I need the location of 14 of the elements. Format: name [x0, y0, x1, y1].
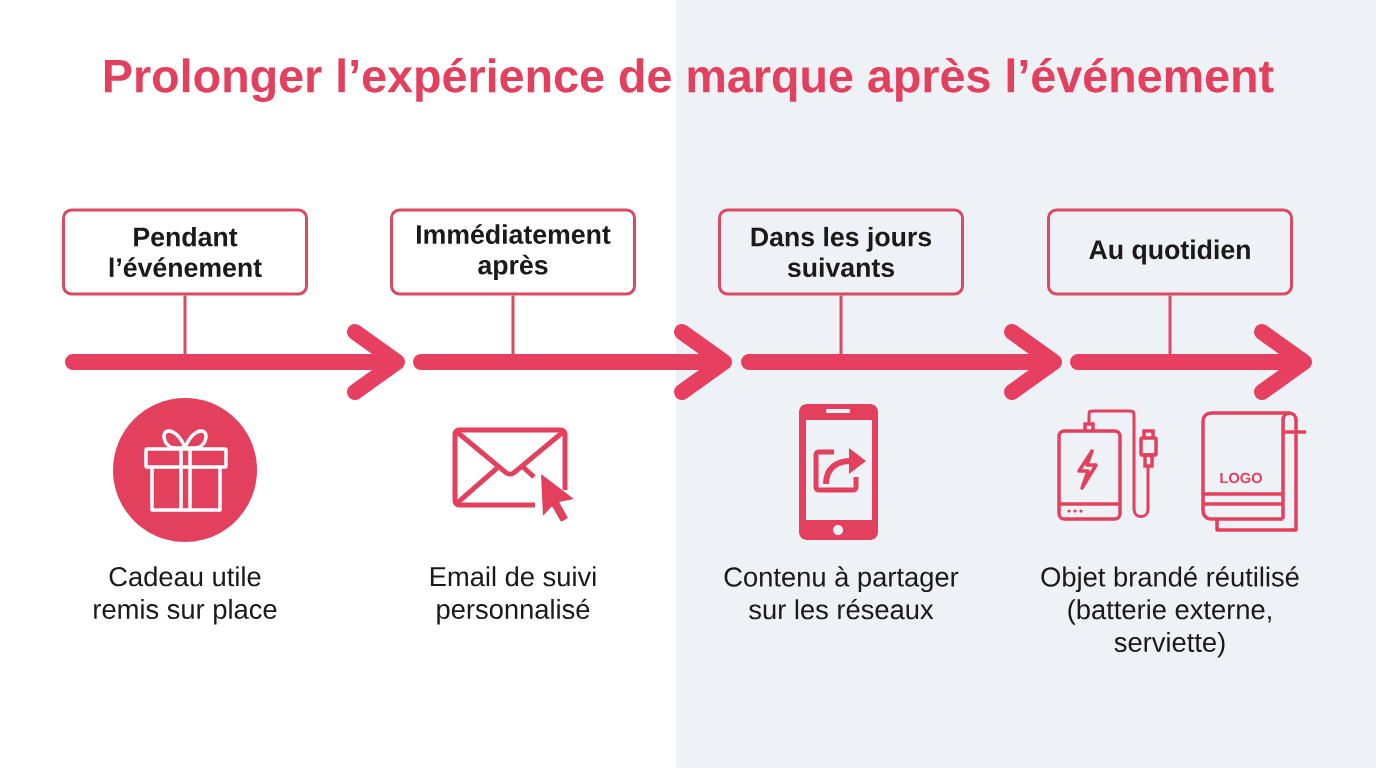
towel-text: LOGO	[1220, 472, 1262, 484]
stage-box: Au quotidien	[1047, 208, 1293, 296]
stage-box: Dans les jours suivants	[718, 208, 964, 296]
stage-box: Immédiatement après	[390, 208, 636, 296]
caption: Email de suivi personnalisé	[430, 566, 596, 625]
connector-line	[1168, 295, 1172, 354]
caption: Objet brandé réutilisé (batterie externe, serviette)	[1041, 566, 1299, 658]
connector-line	[839, 295, 843, 354]
stage-box: Pendant l’événement	[62, 208, 308, 296]
caption: Contenu à partager sur les réseaux	[724, 566, 959, 620]
connector-line	[511, 295, 515, 354]
caption: Cadeau utile remis sur place	[94, 566, 277, 625]
title: Prolonger l’expérience de marque après l’événement	[104, 57, 1274, 103]
connector-line	[183, 295, 187, 354]
